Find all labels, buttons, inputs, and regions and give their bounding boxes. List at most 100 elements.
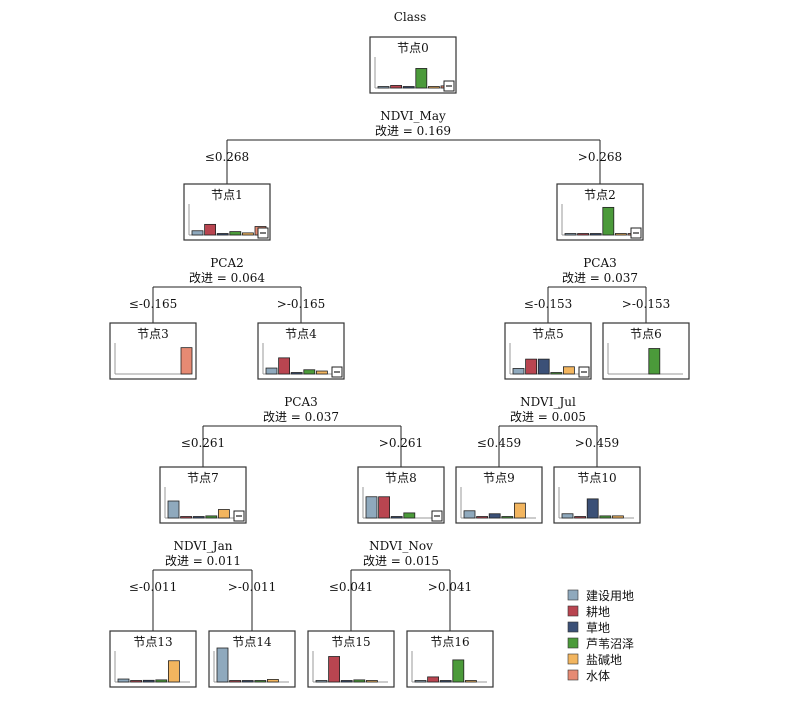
tree-node: 节点14 <box>208 630 296 688</box>
edge-condition: ≤0.459 <box>477 436 521 450</box>
bar-芦苇沼泽 <box>602 206 615 236</box>
legend-item: 草地 <box>567 621 610 635</box>
tree-node: 节点13 <box>109 630 197 688</box>
bar-芦苇沼泽 <box>229 231 242 236</box>
edge-condition: >-0.011 <box>228 580 276 594</box>
node-title: 节点0 <box>397 41 429 55</box>
bar-草地 <box>340 680 353 683</box>
node-title: 节点9 <box>483 471 515 485</box>
tree-node: 节点10 <box>553 466 641 524</box>
legend-swatch <box>567 621 579 633</box>
bar-耕地 <box>390 85 403 89</box>
bar-芦苇沼泽 <box>501 516 514 519</box>
bar-盐碱地 <box>315 370 328 375</box>
legend-item: 建设用地 <box>567 589 634 603</box>
tree-edge: ≤-0.153 <box>524 286 600 323</box>
bar-芦苇沼泽 <box>648 348 661 375</box>
bar-草地 <box>488 513 501 519</box>
diagram-title: Class <box>394 10 427 24</box>
bar-盐碱地 <box>167 660 180 683</box>
tree-edge: ≤-0.011 <box>129 569 203 631</box>
bar-耕地 <box>180 516 193 519</box>
tree-edge: >-0.011 <box>203 569 276 631</box>
edge-condition: >0.459 <box>575 436 619 450</box>
tree-edge: ≤-0.165 <box>129 286 227 323</box>
split-improvement: 改进 = 0.005 <box>510 410 586 424</box>
bar-芦苇沼泽 <box>599 515 612 519</box>
bar-耕地 <box>328 656 341 683</box>
bar-盐碱地 <box>266 679 279 683</box>
bar-盐碱地 <box>563 366 575 375</box>
bar-芦苇沼泽 <box>415 68 428 89</box>
node-box <box>556 183 644 241</box>
bar-耕地 <box>229 680 242 683</box>
node-title: 节点3 <box>137 327 169 341</box>
legend-label: 盐碱地 <box>586 653 622 667</box>
edges-layer: ≤0.268>0.268≤-0.165>-0.165≤-0.153>-0.153… <box>129 139 670 631</box>
edge-condition: ≤0.268 <box>205 150 249 164</box>
bar-耕地 <box>577 233 589 236</box>
bar-草地 <box>142 679 155 683</box>
tree-node: 节点3 <box>109 322 197 380</box>
bar-盐碱地 <box>464 680 477 683</box>
bar-建设用地 <box>512 368 525 375</box>
legend-swatch <box>567 589 579 601</box>
edge-condition: >0.261 <box>379 436 423 450</box>
tree-node: 节点15 <box>307 630 395 688</box>
bar-芦苇沼泽 <box>353 679 366 683</box>
node-title: 节点15 <box>331 635 370 649</box>
bar-芦苇沼泽 <box>452 659 465 683</box>
tree-edge: ≤0.459 <box>477 425 548 467</box>
bar-建设用地 <box>167 500 180 519</box>
bar-建设用地 <box>216 647 229 683</box>
split-variable: NDVI_Nov <box>369 539 433 553</box>
edge-condition: >-0.153 <box>622 297 670 311</box>
legend-item: 水体 <box>567 669 610 683</box>
legend-label: 草地 <box>586 621 610 635</box>
node-title: 节点2 <box>584 188 616 202</box>
edge-condition: >0.041 <box>428 580 472 594</box>
legend-swatch <box>567 605 579 617</box>
node-box <box>109 630 197 688</box>
split-variable: NDVI_Jan <box>173 539 232 553</box>
bar-盐碱地 <box>217 509 230 519</box>
edge-condition: >-0.165 <box>277 297 325 311</box>
node-box <box>406 630 494 688</box>
edge-condition: ≤-0.011 <box>129 580 177 594</box>
bar-草地 <box>290 372 303 375</box>
bar-建设用地 <box>377 86 390 89</box>
bar-草地 <box>192 516 205 519</box>
bar-耕地 <box>427 676 440 683</box>
node-title: 节点1 <box>211 188 243 202</box>
bar-水体 <box>180 347 193 375</box>
split-variable: NDVI_Jul <box>520 395 576 409</box>
split-improvement: 改进 = 0.015 <box>363 554 439 568</box>
node-title: 节点13 <box>133 635 172 649</box>
bar-建设用地 <box>265 367 278 375</box>
bar-草地 <box>390 516 403 519</box>
bar-建设用地 <box>561 513 574 519</box>
bar-盐碱地 <box>241 232 254 236</box>
bar-耕地 <box>204 223 217 236</box>
tree-edge: ≤0.261 <box>181 425 301 467</box>
bar-建设用地 <box>315 680 328 683</box>
bar-耕地 <box>378 496 391 519</box>
bar-耕地 <box>476 516 489 519</box>
node-box <box>602 322 690 380</box>
legend-swatch <box>567 653 579 665</box>
node-title: 节点5 <box>532 327 564 341</box>
bar-草地 <box>589 233 602 236</box>
bar-盐碱地 <box>514 502 526 519</box>
bar-芦苇沼泽 <box>303 369 316 375</box>
split-improvement: 改进 = 0.011 <box>165 554 241 568</box>
split-improvement: 改进 = 0.169 <box>375 124 451 138</box>
tree-edge: ≤0.268 <box>205 139 413 184</box>
edge-condition: ≤-0.165 <box>129 297 177 311</box>
